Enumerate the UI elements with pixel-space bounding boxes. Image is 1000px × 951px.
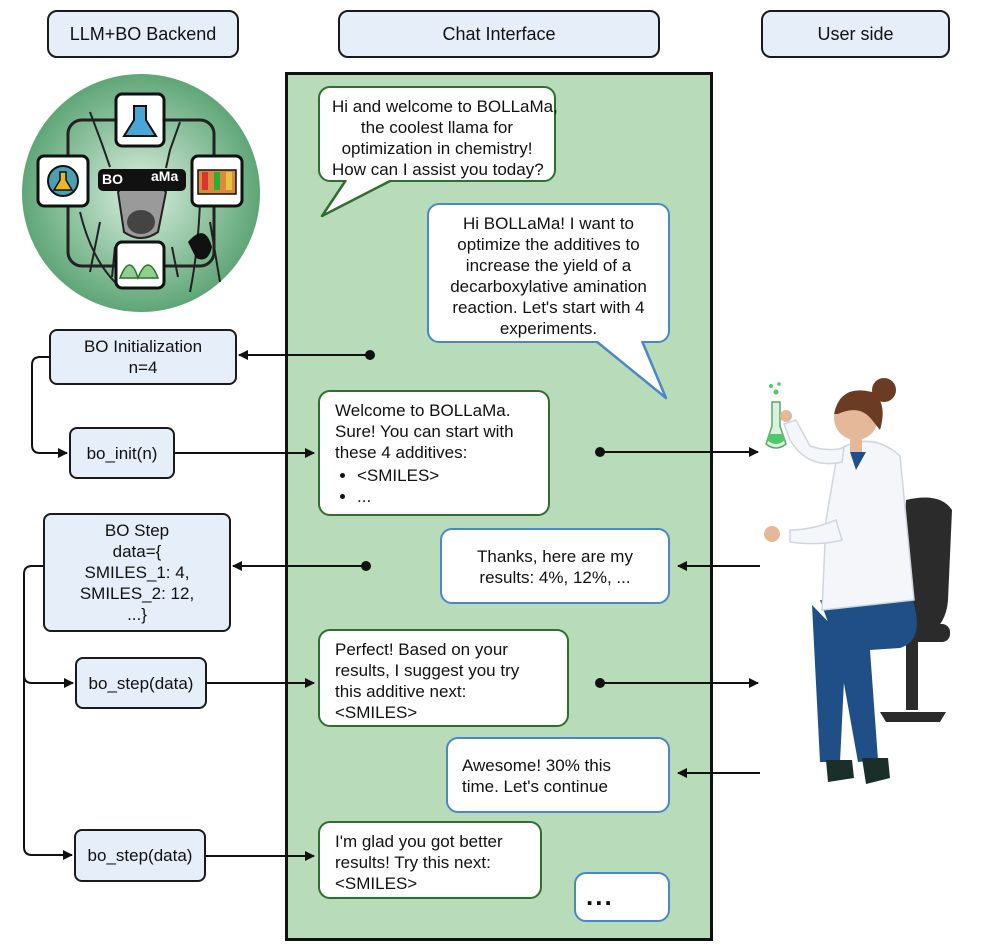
message-line: I'm glad you got better: [335, 832, 503, 851]
message-line: this additive next:: [335, 682, 467, 701]
bo-init-title: BO Initialization: [83, 337, 203, 356]
bo-step-data-close: ...}: [127, 605, 147, 624]
message-line: increase the yield of a: [465, 256, 632, 275]
additive-list: <SMILES> ...: [335, 465, 536, 507]
message-line: optimize the additives to: [457, 235, 640, 254]
bo-step-box: BO Step data={ SMILES_1: 4, SMILES_2: 12…: [43, 513, 231, 632]
bo-initialization-box: BO Initialization n=4: [49, 329, 237, 385]
message-line: reaction. Let's start with 4: [452, 298, 645, 317]
logo-text-ama: aMa: [151, 168, 179, 184]
bollama-logo: BO aMa: [20, 72, 262, 314]
backend-header: LLM+BO Backend: [47, 10, 239, 58]
user-message-request: Hi BOLLaMa! I want to optimize the addit…: [427, 203, 670, 343]
bo-step-title: BO Step: [104, 521, 170, 540]
user-message-ellipsis: ...: [574, 872, 670, 922]
message-line: the coolest llama for: [360, 118, 514, 137]
bo-step-smiles-2: SMILES_2: 12,: [79, 584, 195, 603]
user-side-header: User side: [761, 10, 950, 58]
message-line: experiments.: [499, 319, 598, 338]
bo-step-smiles-1: SMILES_1: 4,: [84, 563, 190, 582]
message-line: results: 4%, 12%, ...: [479, 568, 631, 587]
bo-step-data-open: data={: [112, 542, 162, 561]
bo-init-call-label: bo_init(n): [86, 443, 158, 463]
message-line: optimization in chemistry!: [341, 139, 533, 158]
message-line: Sure! You can start with: [335, 422, 514, 441]
message-line: these 4 additives:: [335, 443, 468, 462]
additive-item: <SMILES>: [357, 465, 536, 486]
bot-message-initial-additives: Welcome to BOLLaMa. Sure! You can start …: [318, 390, 550, 516]
message-line: Perfect! Based on your: [335, 640, 508, 659]
message-line: Awesome! 30% this: [462, 756, 611, 775]
bo-step-call-label-2: bo_step(data): [87, 846, 193, 865]
message-line: How can I assist you today?: [332, 160, 544, 179]
message-line: <SMILES>: [335, 874, 418, 893]
user-message-results: Thanks, here are my results: 4%, 12%, ..…: [440, 528, 670, 604]
user-message-continue: Awesome! 30% this time. Let's continue: [446, 737, 670, 813]
additive-item: ...: [357, 486, 536, 507]
llama-illustration: [22, 74, 260, 312]
bo-step-call-box-2: bo_step(data): [74, 829, 206, 882]
bo-init-n: n=4: [128, 358, 158, 377]
chat-interface-header: Chat Interface: [338, 10, 660, 58]
message-line: Thanks, here are my: [477, 547, 633, 566]
scientist-illustration: [764, 378, 952, 784]
bo-init-call-box: bo_init(n): [69, 427, 175, 479]
message-line: Hi and welcome to BOLLaMa,: [332, 97, 558, 116]
connector-step-to-call-1: [23, 674, 74, 688]
message-line: <SMILES>: [335, 703, 418, 722]
bo-step-call-label-1: bo_step(data): [88, 673, 194, 693]
message-line: time. Let's continue: [462, 777, 608, 796]
message-line: Hi BOLLaMa! I want to: [462, 214, 635, 233]
message-line: decarboxylative amination: [450, 277, 647, 296]
bo-step-call-box-1: bo_step(data): [75, 657, 207, 709]
bot-message-suggestion: Perfect! Based on your results, I sugges…: [318, 629, 569, 727]
message-line: Welcome to BOLLaMa.: [335, 401, 511, 420]
message-line: results! Try this next:: [335, 853, 491, 872]
logo-text-bo: BO: [102, 171, 123, 187]
bot-message-next: I'm glad you got better results! Try thi…: [318, 821, 542, 899]
message-line: results, I suggest you try: [335, 661, 520, 680]
bot-message-welcome: Hi and welcome to BOLLaMa, the coolest l…: [318, 86, 558, 182]
ellipsis-text: ...: [586, 881, 614, 911]
